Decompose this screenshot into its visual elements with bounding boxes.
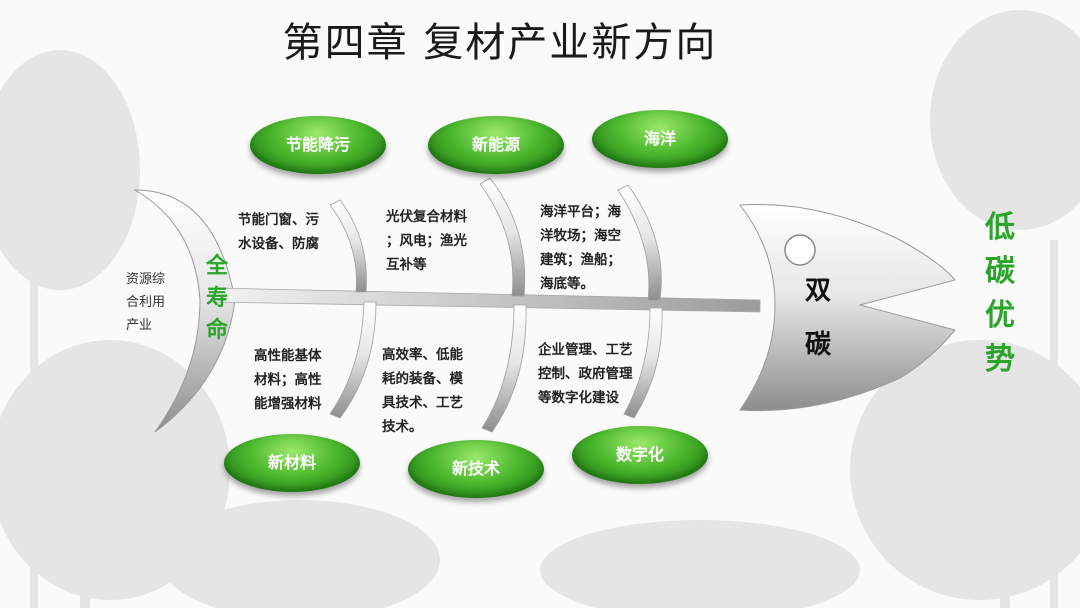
- category-pill-digitalization: 数字化: [572, 426, 708, 484]
- lifecycle-label: 全寿命: [205, 253, 228, 343]
- text-line: 建筑；渔船；: [540, 252, 621, 268]
- text-line: 高效率、低能: [382, 347, 463, 363]
- text-line: ；风电；渔光: [386, 233, 467, 249]
- new-technology-description: 高效率、低能 耗的装备、模 具技术、工艺 技术。: [382, 343, 463, 439]
- text-line: 海底等。: [540, 276, 594, 292]
- text-line: 合利用: [126, 295, 166, 310]
- digitalization-description: 企业管理、工艺 控制、政府管理 等数字化建设: [538, 338, 633, 410]
- category-pill-ocean: 海洋: [592, 110, 728, 168]
- new-materials-description: 高性能基体 材料；高性 能增强材料: [254, 344, 322, 416]
- text-line: 等数字化建设: [538, 390, 619, 406]
- text-line: 技术。: [382, 419, 423, 435]
- text-line: 水设备、防腐: [238, 236, 319, 252]
- category-pill-energy-saving: 节能降污: [250, 116, 386, 174]
- text-line: 海洋平台；海: [540, 204, 621, 220]
- dual-carbon-label: 双碳: [804, 276, 831, 360]
- text-line: 洋牧场；海空: [540, 228, 621, 244]
- low-carbon-advantage-label: 低碳优势: [985, 210, 1015, 377]
- text-line: 控制、政府管理: [538, 366, 633, 382]
- text-line: 高性能基体: [254, 348, 322, 364]
- ocean-description: 海洋平台；海 洋牧场；海空 建筑；渔船； 海底等。: [540, 200, 621, 296]
- text-line: 资源综: [126, 272, 166, 287]
- category-pill-new-technology: 新技术: [408, 440, 544, 498]
- text-line: 具技术、工艺: [382, 395, 463, 411]
- text-line: 节能门窗、污: [238, 212, 319, 228]
- text-line: 能增强材料: [254, 396, 322, 412]
- text-line: 材料；高性: [254, 372, 322, 388]
- new-energy-description: 光伏复合材料 ；风电；渔光 互补等: [386, 205, 467, 277]
- category-pill-new-materials: 新材料: [224, 434, 360, 492]
- text-line: 企业管理、工艺: [538, 342, 633, 358]
- text-line: 产业: [126, 318, 153, 333]
- category-pill-new-energy: 新能源: [428, 116, 564, 174]
- energy-saving-description: 节能门窗、污 水设备、防腐: [238, 208, 319, 256]
- text-line: 耗的装备、模: [382, 371, 463, 387]
- text-line: 互补等: [386, 257, 427, 273]
- text-line: 光伏复合材料: [386, 209, 467, 225]
- tail-description: 资源综 合利用 产业: [126, 268, 165, 337]
- page-title: 第四章 复材产业新方向: [282, 20, 718, 66]
